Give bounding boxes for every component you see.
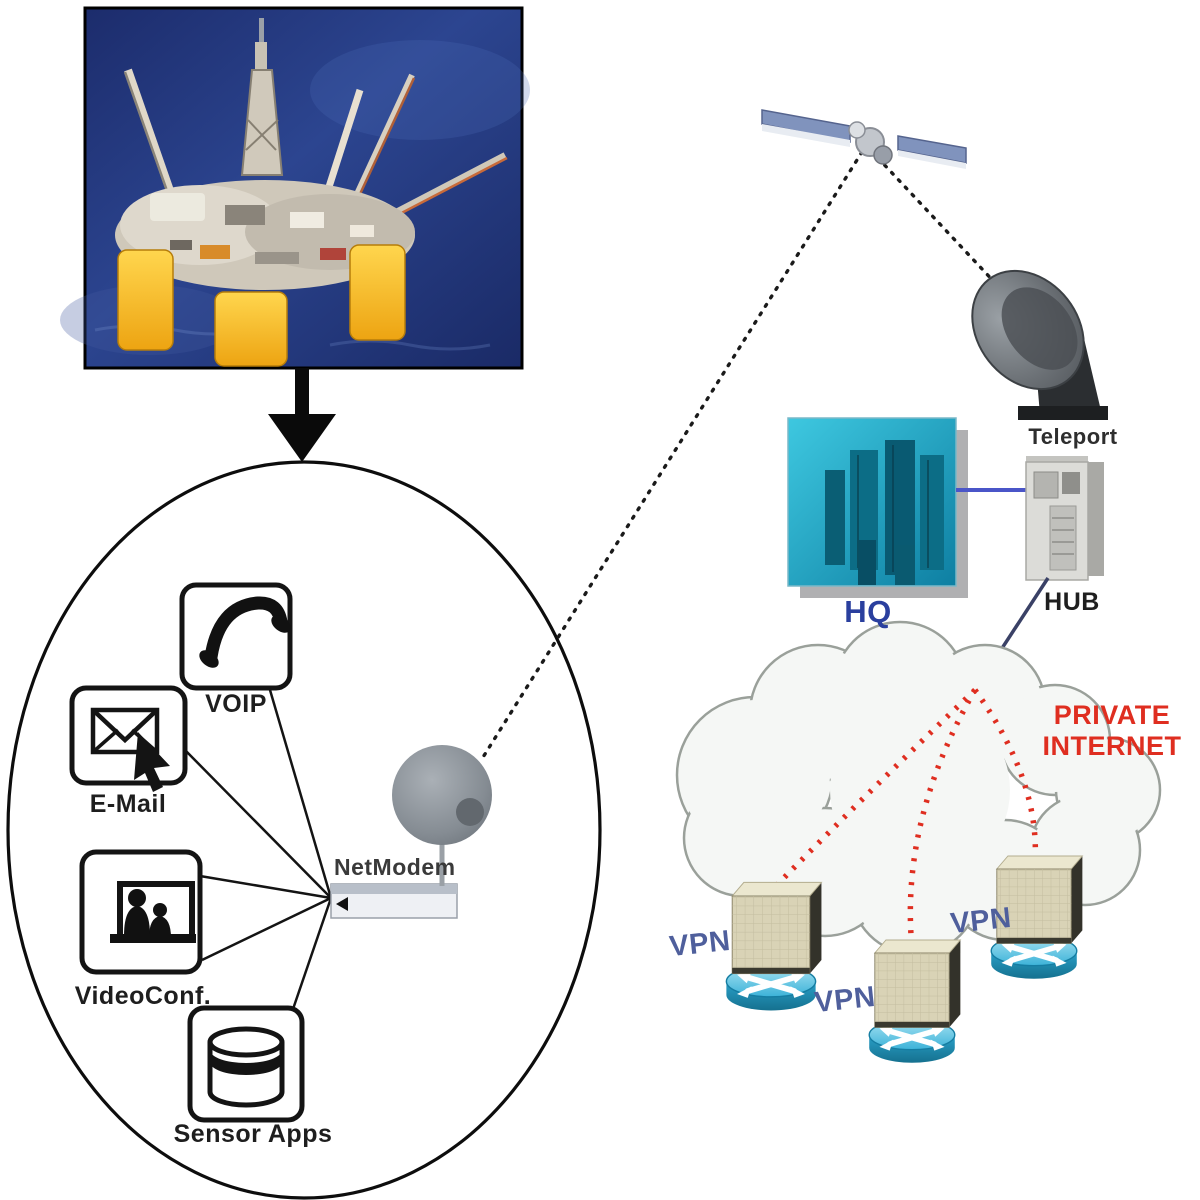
private-internet-label: PRIVATE INTERNET xyxy=(1043,700,1182,762)
sensor-apps-label: Sensor Apps xyxy=(173,1120,333,1148)
vpn-endpoint-1 xyxy=(726,882,821,1010)
internet-cloud xyxy=(675,620,1162,956)
hub-device xyxy=(1025,456,1104,581)
netmodem-label: NetModem xyxy=(334,854,456,880)
private-internet-line1: PRIVATE xyxy=(1053,700,1171,730)
videoconf-icon xyxy=(79,849,203,975)
hub-label: HUB xyxy=(1044,588,1100,616)
netmodem-device xyxy=(330,883,458,919)
teleport-label: Teleport xyxy=(1028,424,1118,449)
vpn-label-3: VPN xyxy=(948,901,1014,941)
videoconf-label: VideoConf. xyxy=(74,982,212,1010)
app-connection-lines xyxy=(182,689,333,1013)
down-arrow-icon xyxy=(268,368,336,462)
satellite-icon xyxy=(761,109,967,169)
vpn-label-1: VPN xyxy=(667,924,733,964)
vpn-label-2: VPN xyxy=(812,980,878,1020)
voip-label: VOIP xyxy=(205,690,267,718)
hq-label: HQ xyxy=(844,594,892,629)
email-icon xyxy=(69,685,188,792)
teleport-dish xyxy=(971,269,1108,420)
email-label: E-Mail xyxy=(89,790,167,818)
sensor-apps-icon xyxy=(187,1005,305,1123)
voip-icon xyxy=(179,582,293,691)
oil-rig-photo xyxy=(60,6,530,370)
hq-building-image xyxy=(787,417,968,598)
private-internet-line2: INTERNET xyxy=(1042,731,1182,762)
rig-satellite-dish xyxy=(392,745,492,886)
vpn-endpoint-2 xyxy=(869,940,960,1063)
vpn-tunnel-lines xyxy=(770,688,1039,949)
rig-network-ellipse xyxy=(6,460,602,1200)
